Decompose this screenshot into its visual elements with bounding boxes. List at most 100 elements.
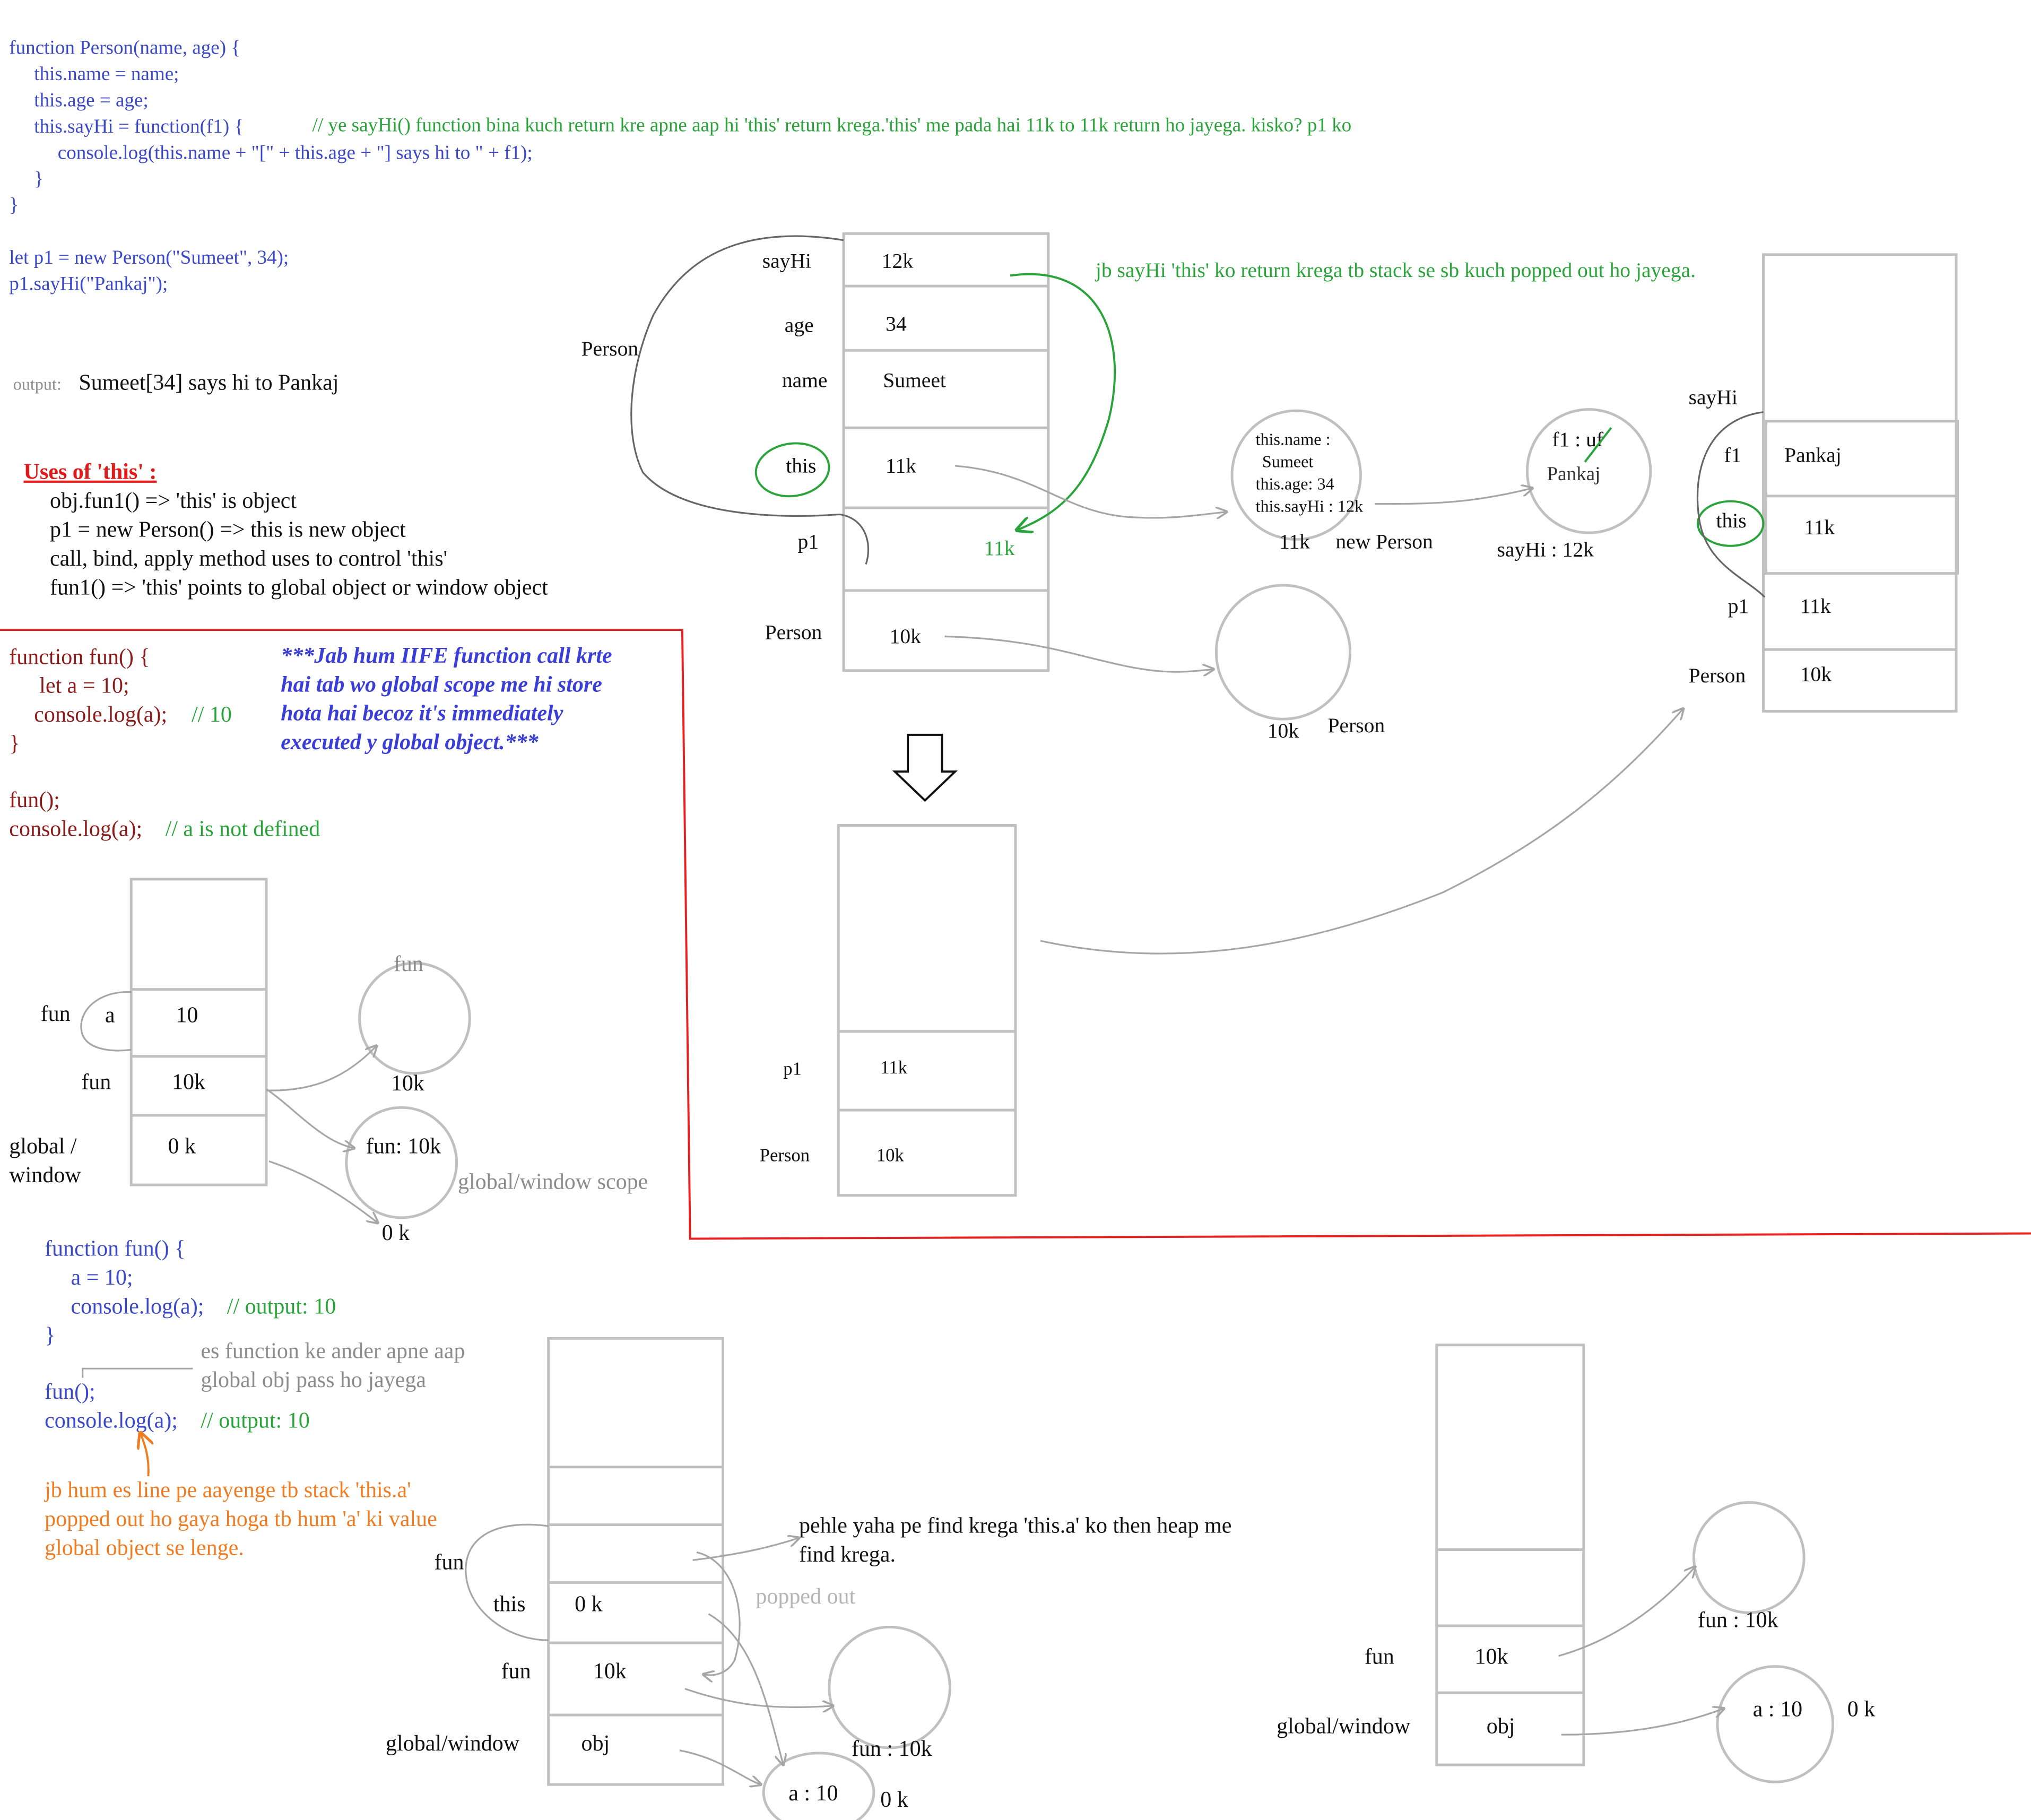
global-pass-note: es function ke ander apne aap global obj… (201, 1339, 465, 1392)
code-line: console.log(this.name + "[" + this.age +… (58, 142, 533, 163)
stack-value: 12k (882, 249, 914, 273)
pointer-arrow (141, 1433, 149, 1477)
note-line: find krega. (799, 1542, 896, 1567)
heap-addr: 10k (1268, 719, 1299, 742)
code-line: fun(); (9, 788, 60, 812)
stack-label: age (785, 314, 814, 337)
stack-label: Person (765, 620, 822, 644)
stack-label: Person (760, 1146, 810, 1166)
stack-label: p1 (783, 1059, 802, 1079)
note-bracket (82, 1367, 193, 1378)
frame-bracket (80, 991, 132, 1052)
note-line: pehle yaha pe find krega 'this.a' ko the… (799, 1513, 1231, 1538)
stack-label: global/window (1277, 1714, 1411, 1739)
stack-fun-let: fun a 10 fun 10k global / window 0 k (9, 878, 268, 1188)
code-line: console.log(a); (34, 703, 167, 727)
heap-caption: new Person (1335, 530, 1433, 553)
iife-note: ***Jab hum IIFE function call krte hai t… (281, 644, 612, 755)
stack-value: 11k (1804, 516, 1835, 539)
stack-label: name (782, 369, 828, 392)
heap-caption: fun : 10k (1698, 1608, 1779, 1632)
heap-field: a : 10 (788, 1781, 838, 1806)
code-comment: // 10 (192, 703, 232, 727)
code-line: this.age = age; (34, 89, 149, 111)
code-line: function fun() { (45, 1237, 185, 1261)
stack-value: Pankaj (1784, 444, 1842, 467)
heap-field: this.sayHi : 12k (1256, 496, 1364, 515)
code-line: let p1 = new Person("Sumeet", 34); (9, 247, 289, 268)
stack-label: a (105, 1003, 115, 1027)
stack-value: 34 (886, 312, 907, 335)
code-line: } (9, 194, 19, 216)
output-value: Sumeet[34] says hi to Pankaj (79, 371, 338, 395)
frame-bracket (630, 235, 870, 565)
returned-value: 11k (984, 536, 1015, 560)
strike-mark (1584, 427, 1612, 463)
sayhi-comment: // ye sayHi() function bina kuch return … (313, 114, 1352, 136)
stack-label: this (786, 454, 816, 477)
code-line: this.sayHi = function(f1) { (34, 116, 244, 137)
heap-field: this.age: 34 (1256, 474, 1334, 493)
stack-value: obj (581, 1731, 610, 1756)
note-line: jb hum es line pe aayenge tb stack 'this… (44, 1478, 411, 1503)
section-divider (0, 629, 2031, 1240)
code-block-fun-global: function fun() { a = 10; console.log(a);… (45, 1237, 204, 1433)
heap-fun-global: fun : 10k a : 10 0 k (679, 1538, 951, 1820)
code-line: console.log(a); (9, 817, 142, 841)
popped-note: jb sayHi 'this' ko return krega tb stack… (1095, 258, 1696, 282)
uses-heading: Uses of 'this' : (24, 460, 157, 484)
stack-label: window (9, 1163, 81, 1188)
down-arrow-icon (892, 733, 958, 802)
uses-item: call, bind, apply method uses to control… (50, 547, 447, 571)
stack-label: sayHi (762, 249, 811, 273)
heap-person-function (1214, 584, 1352, 721)
heap-field: Pankaj (1547, 463, 1601, 485)
stack-label: global / (9, 1134, 77, 1159)
heap-addr: 0 k (880, 1788, 909, 1812)
heap-person-object (1230, 409, 1362, 541)
code-line: fun(); (45, 1380, 96, 1404)
heap-objects: this.name : Sumeet this.age: 34 this.say… (944, 408, 1652, 742)
heap-final: fun : 10k a : 10 0 k (1558, 1501, 1876, 1783)
frame-bracket (1696, 411, 1766, 598)
note-line: hai tab wo global scope me hi store (281, 672, 602, 697)
stack-value: Sumeet (883, 369, 946, 392)
frame-label: fun (435, 1550, 464, 1575)
stack-value: 10k (172, 1070, 206, 1095)
popped-out-label: popped out (756, 1584, 855, 1609)
code-block-person: function Person(name, age) { this.name =… (9, 37, 532, 294)
frame-bracket (465, 1523, 549, 1641)
stack-value: 0 k (575, 1592, 603, 1617)
note-line: global obj pass ho jayega (201, 1368, 426, 1392)
code-block-fun-let: function fun() { let a = 10; console.log… (9, 645, 167, 841)
stack-label: fun (501, 1659, 531, 1684)
code-line: a = 10; (71, 1266, 133, 1290)
stack-value: 11k (886, 454, 916, 477)
stack-value: 10 (176, 1003, 198, 1027)
code-comment: // a is not defined (166, 817, 320, 841)
orange-note: jb hum es line pe aayenge tb stack 'this… (44, 1478, 437, 1561)
return-arrow (1010, 273, 1116, 530)
note-line: es function ke ander apne aap (201, 1339, 465, 1363)
stack-value: 11k (1800, 594, 1831, 618)
heap-addr: 0 k (382, 1221, 411, 1245)
stack-after-pop: p1 11k Person 10k (760, 824, 1017, 1197)
heap-addr: 11k (1279, 530, 1310, 553)
uses-list: obj.fun1() => 'this' is object p1 = new … (50, 489, 548, 600)
stack-label: f1 (1724, 444, 1741, 467)
note-line: popped out ho gaya hoga tb hum 'a' ki va… (45, 1507, 437, 1531)
code-comment: // output: 10 (201, 1409, 309, 1433)
this-highlight (1696, 500, 1765, 547)
heap-caption: sayHi : 12k (1497, 538, 1594, 561)
heap-fun-let: fun 10k fun: 10k global/window scope 0 k (266, 952, 648, 1245)
heap-addr: 0 k (1847, 1697, 1876, 1722)
output-label: output: (13, 375, 62, 394)
stack-label: Person (1689, 664, 1746, 687)
code-line: console.log(a); (71, 1294, 204, 1319)
stack-label: global/window (386, 1731, 520, 1756)
stack-label: p1 (798, 530, 819, 553)
stack-value: 11k (880, 1058, 907, 1078)
heap-field: a : 10 (1753, 1697, 1802, 1722)
heap-field: fun: 10k (366, 1134, 441, 1159)
heap-caption: fun : 10k (852, 1737, 933, 1761)
